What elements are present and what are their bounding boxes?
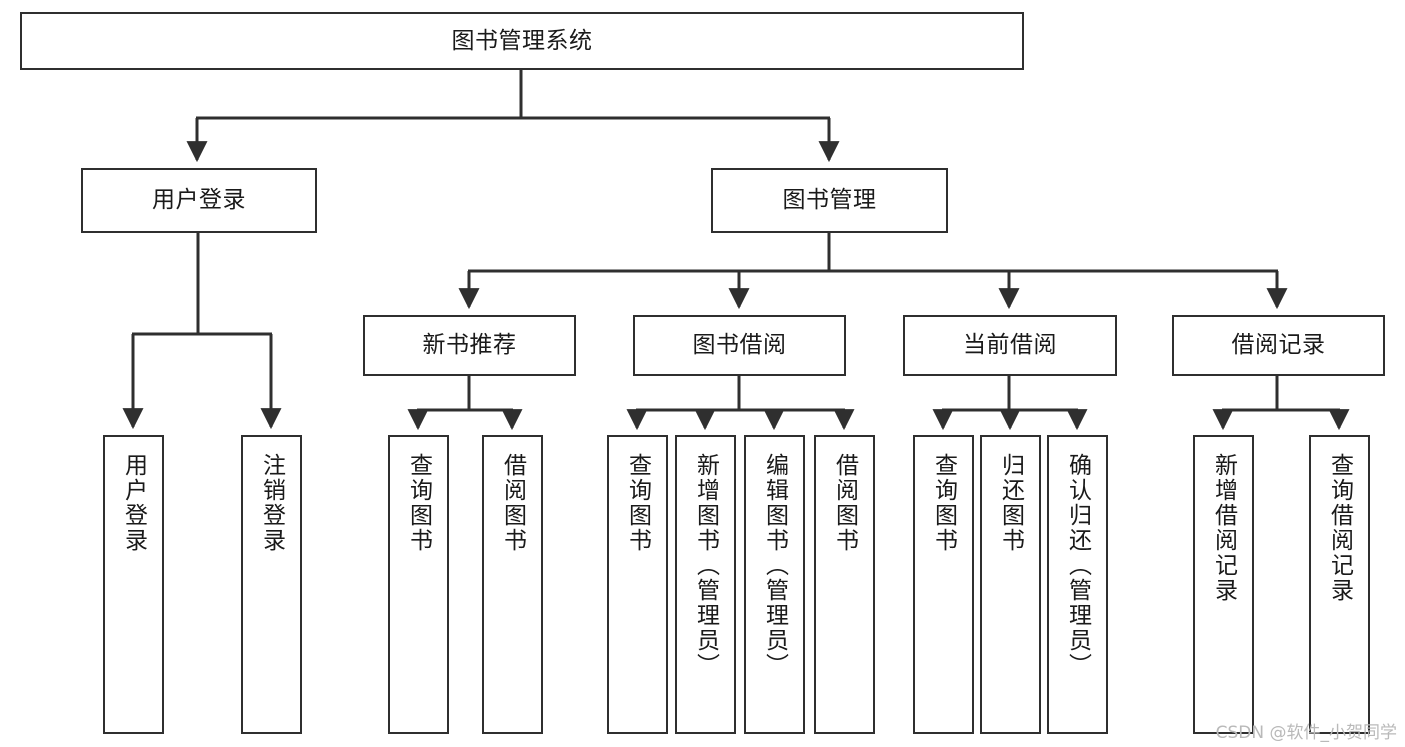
node-new-book-recommend[interactable]: 新书推荐 xyxy=(363,315,576,376)
node-leaf-add-record[interactable]: 新增借阅记录 xyxy=(1193,435,1254,734)
node-borrow-record[interactable]: 借阅记录 xyxy=(1172,315,1385,376)
node-user-login-label: 用户登录 xyxy=(152,187,246,214)
node-leaf-query-book-3-label: 查询图书 xyxy=(930,453,957,553)
node-leaf-query-book-1-label: 查询图书 xyxy=(405,453,432,553)
node-leaf-add-record-label: 新增借阅记录 xyxy=(1210,453,1237,603)
node-leaf-query-book-2-label: 查询图书 xyxy=(624,453,651,553)
node-leaf-query-book-1[interactable]: 查询图书 xyxy=(388,435,449,734)
node-leaf-logout-label: 注销登录 xyxy=(258,453,285,553)
node-book-management-label: 图书管理 xyxy=(782,187,877,214)
node-borrow-record-label: 借阅记录 xyxy=(1231,332,1326,359)
node-leaf-query-record-label: 查询借阅记录 xyxy=(1326,453,1353,603)
node-leaf-query-book-2[interactable]: 查询图书 xyxy=(607,435,668,734)
node-root[interactable]: 图书管理系统 xyxy=(20,12,1024,70)
node-root-label: 图书管理系统 xyxy=(451,27,593,54)
node-user-login[interactable]: 用户登录 xyxy=(81,168,317,233)
node-leaf-borrow-book-2[interactable]: 借阅图书 xyxy=(814,435,875,734)
node-leaf-user-login[interactable]: 用户登录 xyxy=(103,435,164,734)
node-leaf-borrow-book-1[interactable]: 借阅图书 xyxy=(482,435,543,734)
node-leaf-confirm-return[interactable]: 确认归还（管理员） xyxy=(1047,435,1108,734)
node-book-borrow-label: 图书借阅 xyxy=(692,332,787,359)
watermark-text: CSDN @软件_小贺同学 xyxy=(1215,723,1397,743)
node-new-book-recommend-label: 新书推荐 xyxy=(422,332,517,359)
node-leaf-borrow-book-1-label: 借阅图书 xyxy=(499,453,526,553)
node-current-borrow[interactable]: 当前借阅 xyxy=(903,315,1117,376)
node-leaf-user-login-label: 用户登录 xyxy=(120,453,147,553)
node-leaf-logout[interactable]: 注销登录 xyxy=(241,435,302,734)
node-book-management[interactable]: 图书管理 xyxy=(711,168,948,233)
node-leaf-query-record[interactable]: 查询借阅记录 xyxy=(1309,435,1370,734)
node-leaf-confirm-return-label: 确认归还（管理员） xyxy=(1064,453,1091,678)
node-leaf-borrow-book-2-label: 借阅图书 xyxy=(831,453,858,553)
node-leaf-return-book[interactable]: 归还图书 xyxy=(980,435,1041,734)
node-leaf-return-book-label: 归还图书 xyxy=(997,453,1024,553)
node-leaf-edit-book-label: 编辑图书（管理员） xyxy=(761,453,788,678)
node-leaf-edit-book[interactable]: 编辑图书（管理员） xyxy=(744,435,805,734)
node-book-borrow[interactable]: 图书借阅 xyxy=(633,315,846,376)
node-leaf-add-book-label: 新增图书（管理员） xyxy=(692,453,719,678)
node-leaf-add-book[interactable]: 新增图书（管理员） xyxy=(675,435,736,734)
node-current-borrow-label: 当前借阅 xyxy=(963,332,1057,359)
node-leaf-query-book-3[interactable]: 查询图书 xyxy=(913,435,974,734)
